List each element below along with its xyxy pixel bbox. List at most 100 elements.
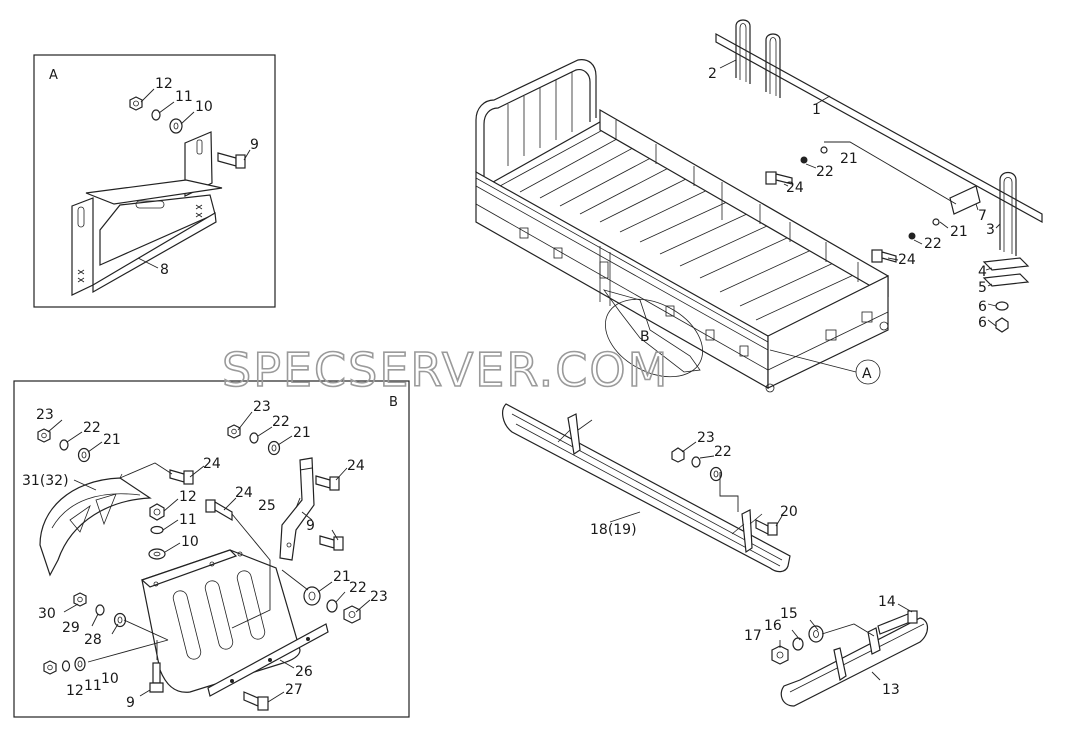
callout-b-24-mid: 24 [235, 485, 253, 501]
nut-icon [343, 605, 361, 624]
nut-icon [73, 592, 87, 607]
washer-icon [148, 548, 166, 560]
callout-main-3: 3 [986, 222, 995, 238]
callout-b-12: 12 [179, 489, 197, 505]
detail-a-title: A [49, 68, 58, 83]
u-bolt-icon [999, 171, 1017, 256]
callout-main-1: 1 [812, 102, 821, 118]
lock-washer-icon [249, 432, 259, 444]
callout-step-18-19: 18(19) [590, 522, 637, 538]
bolt-icon [765, 171, 793, 185]
long-rail-icon [715, 32, 1043, 224]
callout-bumper-16: 16 [764, 618, 782, 634]
callout-main-6: 6 [978, 299, 987, 315]
watermark-text: SPECSERVER.COM [222, 343, 669, 397]
bolt-icon [755, 519, 778, 536]
side-step-assembly: 23 22 20 18(19) [502, 403, 798, 573]
detail-a-leaders [137, 88, 251, 269]
washer-icon [74, 656, 86, 672]
detail-b-frame [13, 380, 410, 718]
callout-b-22-right: 22 [272, 414, 290, 430]
lock-washer-icon [792, 637, 804, 651]
callout-b-26: 26 [295, 664, 313, 680]
lock-washer-icon [95, 604, 105, 616]
callout-bumper-17: 17 [744, 628, 762, 644]
mounting-bracket-icon [279, 457, 315, 561]
callout-b-27: 27 [285, 682, 303, 698]
callout-a-12: 12 [155, 76, 173, 92]
lock-washer-icon [908, 232, 916, 240]
mudguard-icon [39, 473, 152, 577]
callout-main-b: B [640, 329, 650, 345]
callout-main-22b: 22 [924, 236, 942, 252]
callout-b-11-low: 11 [84, 678, 102, 694]
callout-b-22: 22 [83, 420, 101, 436]
callout-main-24: 24 [786, 180, 804, 196]
lock-washer-icon [151, 109, 161, 121]
callout-b-25: 25 [258, 498, 276, 514]
lock-washer-icon [326, 599, 338, 613]
callout-b-31-32: 31(32) [22, 473, 69, 489]
washer-icon [820, 146, 828, 154]
nut-icon [149, 503, 165, 521]
callout-main-24b: 24 [898, 252, 916, 268]
callout-b-21-low: 21 [333, 569, 351, 585]
callout-a-9: 9 [250, 137, 259, 153]
bolt-icon [871, 249, 897, 263]
lock-washer-icon [800, 156, 808, 164]
callout-b-22-low: 22 [349, 580, 367, 596]
callout-main-7: 7 [978, 208, 987, 224]
lock-washer-icon [59, 439, 69, 451]
callout-b-30: 30 [38, 606, 56, 622]
detail-a-panel: A [33, 54, 276, 308]
callout-bumper-13: 13 [882, 682, 900, 698]
bolt-icon [877, 610, 918, 635]
callout-step-23: 23 [697, 430, 715, 446]
nut-icon [995, 317, 1009, 333]
callout-b-10-low: 10 [101, 671, 119, 687]
splash-flap-icon [140, 549, 301, 693]
callout-main-2: 2 [708, 66, 717, 82]
callout-b-10: 10 [181, 534, 199, 550]
step-hanger-icon [557, 413, 763, 554]
callout-main-22: 22 [816, 164, 834, 180]
callout-main-21: 21 [840, 151, 858, 167]
callout-main-5: 5 [978, 280, 987, 296]
callout-b-23-right: 23 [253, 399, 271, 415]
side-bracket-icon [71, 131, 223, 296]
nut-icon [43, 660, 57, 675]
nut-icon [227, 424, 241, 439]
lock-washer-icon [61, 660, 71, 672]
detail-b-callout-circle [604, 298, 704, 378]
callout-b-12-low: 12 [66, 683, 84, 699]
bolt-icon [217, 152, 246, 169]
u-bolt-icon [735, 19, 751, 84]
washer-icon [267, 440, 281, 456]
callout-b-9: 9 [306, 518, 315, 534]
callout-bumper-15: 15 [780, 606, 798, 622]
washer-icon [113, 612, 127, 628]
bolt-icon [169, 469, 194, 485]
bolt-icon [243, 691, 269, 711]
u-bolt-icon [765, 33, 781, 98]
callout-step-20: 20 [780, 504, 798, 520]
washer-icon [932, 218, 940, 226]
bumper-bar-icon [780, 617, 929, 707]
callout-main-21b: 21 [950, 224, 968, 240]
bolt-icon [315, 475, 340, 491]
lock-washer-icon [691, 456, 701, 468]
detail-b-title: B [389, 395, 398, 410]
cargo-body-assembly: B A [475, 59, 889, 393]
callout-b-21: 21 [103, 432, 121, 448]
rear-bumper-assembly: 14 15 16 17 13 [744, 594, 929, 707]
callout-b-11: 11 [179, 512, 197, 528]
angle-bracket-icon [949, 185, 981, 215]
washer-icon [709, 466, 723, 482]
bolt-icon [149, 662, 164, 693]
callout-a-10: 10 [195, 99, 213, 115]
callout-main-4: 4 [978, 264, 987, 280]
washer-icon [303, 586, 321, 606]
callout-b-29: 29 [62, 620, 80, 636]
